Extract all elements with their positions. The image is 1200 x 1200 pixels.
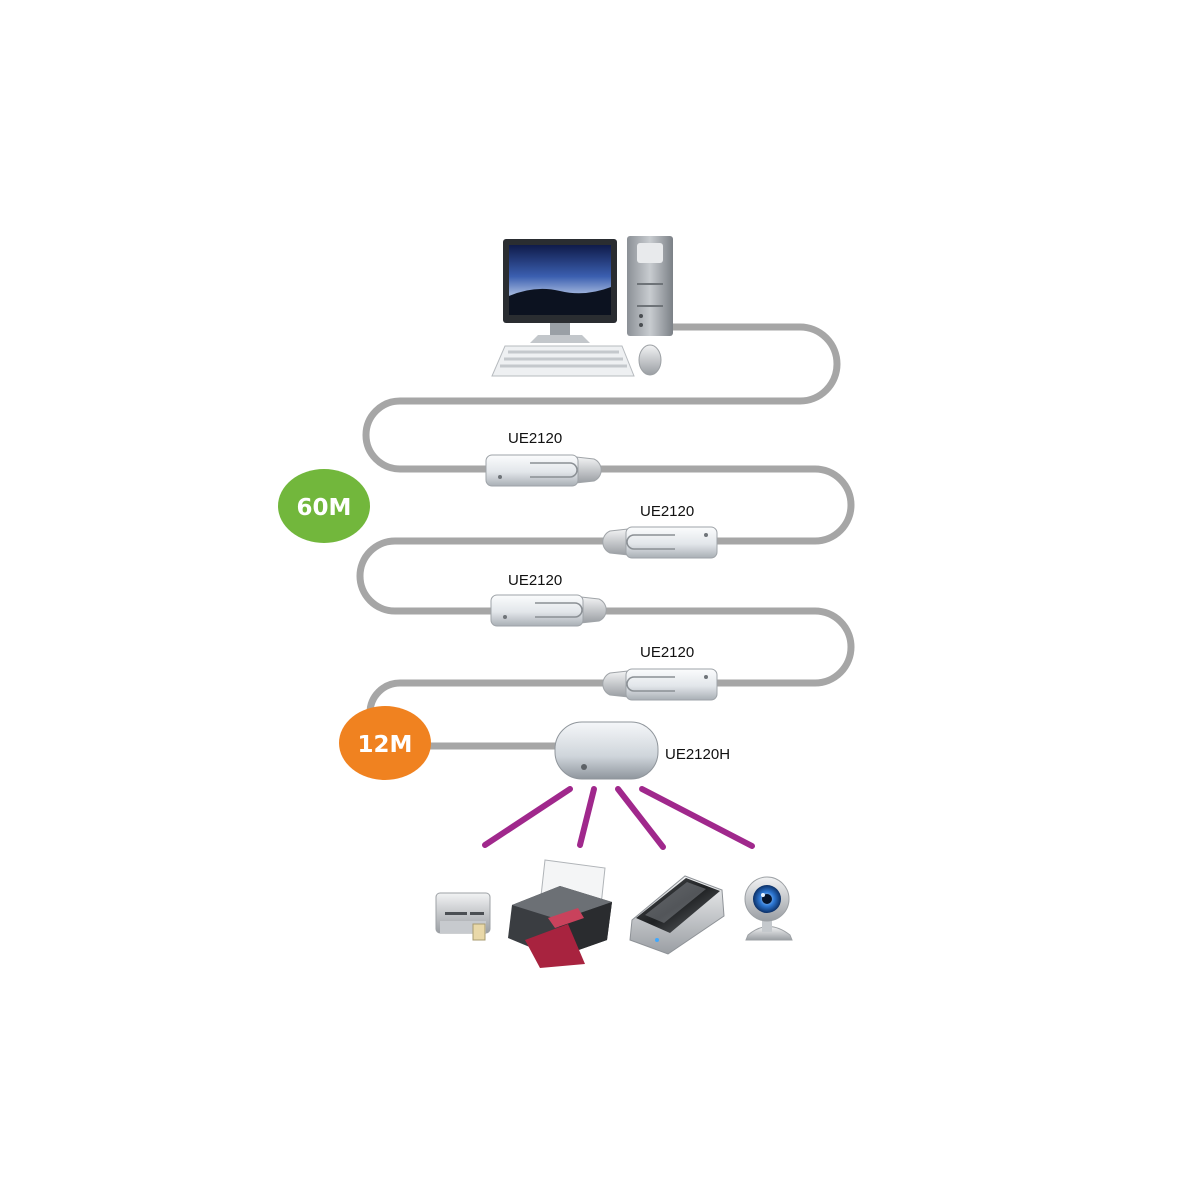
ue2120-extender: UE2120 — [490, 572, 607, 627]
hub-label: UE2120H — [665, 746, 730, 763]
printer-icon — [508, 859, 612, 968]
extender-label: UE2120 — [508, 572, 562, 589]
badge-60m-label: 60M — [297, 495, 352, 521]
ue2120-extender: UE2120 — [602, 644, 718, 701]
scanner-icon — [629, 875, 725, 955]
ue2120h-hub: UE2120H — [554, 721, 730, 780]
badge-60m: 60M — [278, 469, 370, 543]
extender-label: UE2120 — [640, 503, 694, 520]
ue2120-extender: UE2120 — [485, 430, 602, 487]
badge-12m-label: 12M — [358, 732, 413, 758]
badge-12m: 12M — [339, 706, 431, 780]
extender-label: UE2120 — [640, 644, 694, 661]
device-wires — [482, 786, 755, 850]
ue2120-extender: UE2120 — [602, 503, 718, 559]
extender-label: UE2120 — [508, 430, 562, 447]
usb-cable — [356, 323, 855, 717]
computer-icon — [491, 236, 673, 377]
webcam-icon — [744, 876, 793, 941]
card-reader-icon — [435, 892, 491, 941]
